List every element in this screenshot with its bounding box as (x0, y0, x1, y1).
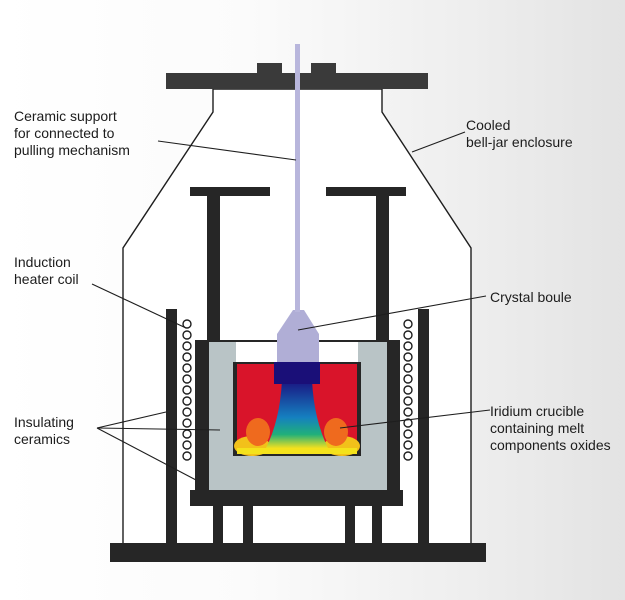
label-induction-heater-coil: Induction heater coil (14, 254, 79, 287)
iridium-crucible (233, 362, 361, 456)
label-iridium-crucible: Iridium crucible containing melt compone… (490, 403, 611, 453)
crystal-boule (277, 310, 319, 362)
leader-insulating-2 (96, 427, 221, 431)
label-ceramic-support: Ceramic support for connected to pulling… (14, 108, 130, 158)
label-bell-jar-enclosure: Cooled bell-jar enclosure (466, 117, 573, 150)
leader-insulating-1 (96, 411, 167, 429)
leader-crystal-boule (297, 295, 487, 331)
pedestal (190, 490, 403, 544)
leader-ceramic-support (157, 140, 297, 161)
inner-support-frame (190, 187, 406, 344)
induction-heater-coil-right (403, 319, 413, 461)
label-insulating-ceramics: Insulating ceramics (14, 414, 74, 447)
leader-lines (91, 131, 491, 481)
label-crystal-boule: Crystal boule (490, 289, 572, 305)
base-platform (110, 543, 486, 562)
leader-insulating-3 (96, 427, 197, 481)
ceramic-support-rod (295, 44, 300, 312)
outer-posts (166, 309, 429, 544)
leader-bell-jar (411, 131, 466, 153)
leader-induction-coil (91, 283, 187, 329)
leader-iridium-crucible (339, 409, 491, 429)
